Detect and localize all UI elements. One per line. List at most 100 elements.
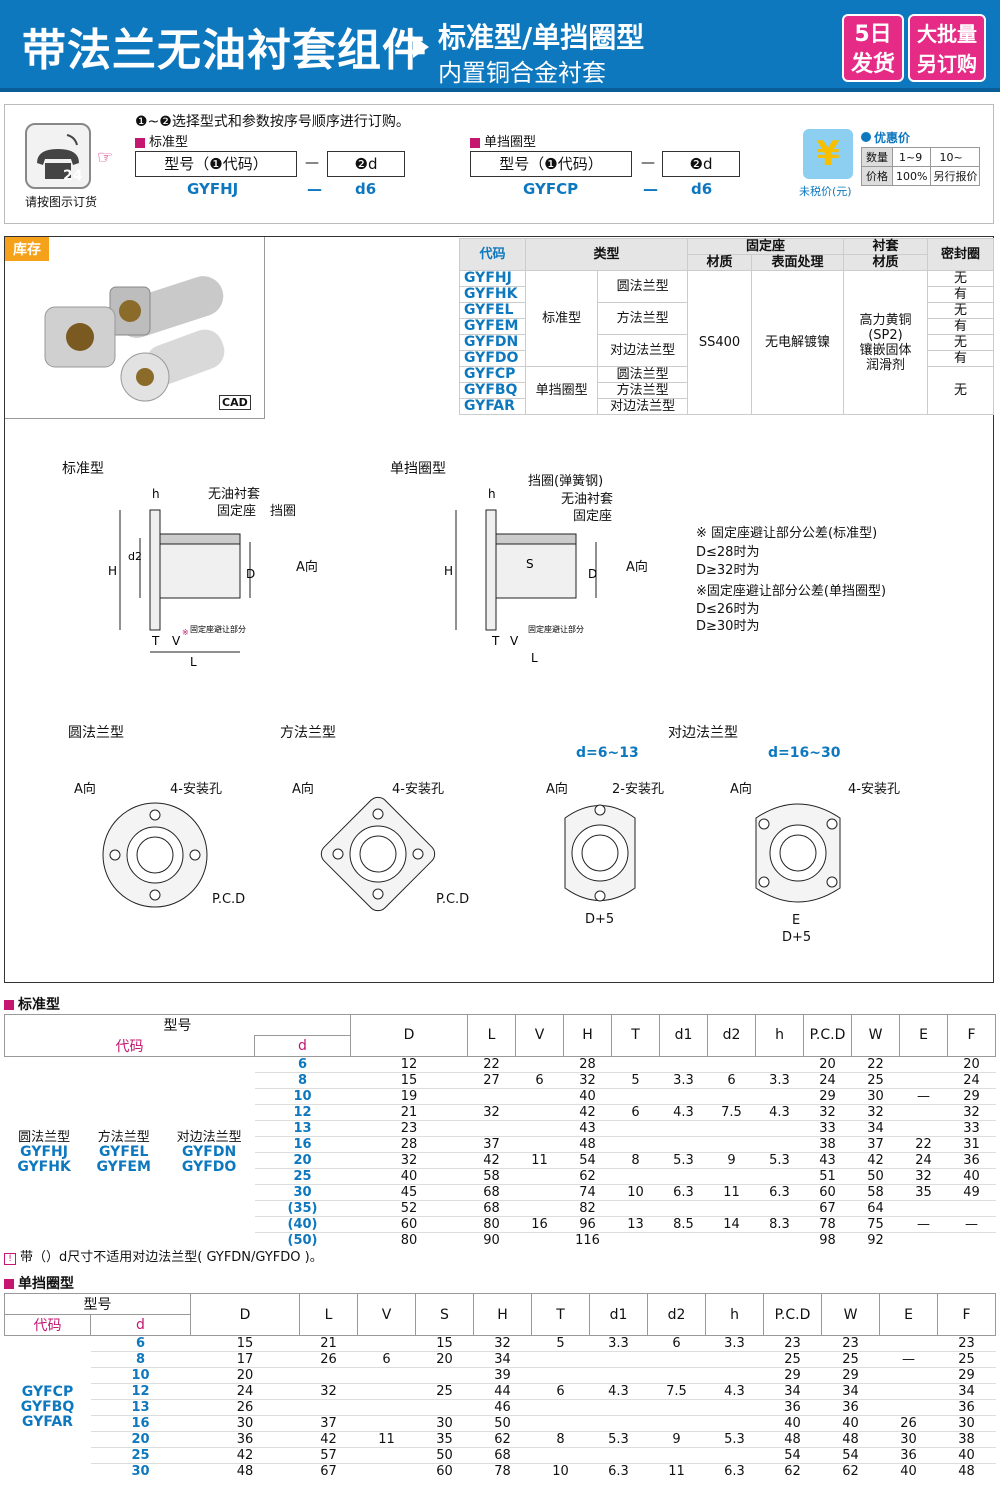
value-cell: 32: [851, 1103, 900, 1120]
qty-cell: 10~: [930, 147, 981, 167]
value-cell: [755, 1231, 804, 1248]
value-cell: [611, 1167, 660, 1184]
code-header: 代码: [4, 1035, 255, 1057]
series-code: GYFEL: [99, 1143, 149, 1160]
value-cell: [899, 1071, 948, 1088]
code-cell: GYFHK: [459, 286, 526, 303]
value-cell: 62: [821, 1463, 880, 1480]
price-cell: 100%: [891, 166, 932, 186]
value-cell: [357, 1463, 416, 1480]
d-cell: 16: [90, 1415, 191, 1432]
value-cell: 36: [821, 1399, 880, 1416]
value-cell: 42: [563, 1103, 612, 1120]
svg-text:固定座避让部分: 固定座避让部分: [190, 624, 246, 634]
value-cell: 42: [190, 1447, 300, 1464]
svg-text:h: h: [152, 487, 160, 501]
type-retaining: 单挡圈型: [524, 366, 599, 415]
value-cell: [611, 1135, 660, 1152]
value-cell: [707, 1199, 756, 1216]
value-cell: 28: [563, 1055, 612, 1072]
series-type: 对边法兰型: [176, 1129, 242, 1145]
value-cell: [531, 1447, 590, 1464]
value-cell: 24: [947, 1071, 996, 1088]
value-cell: [879, 1335, 938, 1352]
d-cell: 10: [254, 1087, 351, 1104]
value-cell: 6: [707, 1071, 756, 1088]
value-cell: 62: [763, 1463, 822, 1480]
d-cell: 12: [254, 1103, 351, 1120]
value-cell: [659, 1231, 708, 1248]
col-header: h: [705, 1293, 764, 1336]
svg-text:H: H: [108, 564, 117, 578]
value-cell: 92: [851, 1231, 900, 1248]
value-cell: [589, 1399, 648, 1416]
std-spec-table: 型号 D L V H T d1 d2 h P.C.D W E F 代码 d 圆法…: [4, 1014, 996, 1248]
value-cell: 24: [190, 1383, 300, 1400]
value-cell: —: [899, 1087, 948, 1104]
value-cell: 38: [803, 1135, 852, 1152]
phone-caption: 请按图示订货: [25, 195, 98, 209]
value-cell: 36: [190, 1431, 300, 1448]
page-subtitle: 标准型/单挡圈型: [438, 21, 645, 54]
col-header: d1: [589, 1293, 648, 1336]
value-cell: [659, 1199, 708, 1216]
holes-label: 4-安装孔: [848, 782, 900, 797]
value-cell: 54: [821, 1447, 880, 1464]
value-cell: 68: [473, 1447, 532, 1464]
value-cell: 27: [467, 1071, 516, 1088]
stock-label: 库存: [5, 237, 49, 261]
value-cell: 26: [299, 1351, 358, 1368]
d-cell: (50): [254, 1231, 351, 1248]
square-flange-title: 方法兰型: [280, 725, 336, 741]
value-cell: [647, 1447, 706, 1464]
value-cell: [707, 1119, 756, 1136]
value-cell: 3.3: [589, 1335, 648, 1352]
col-type: 类型: [525, 238, 688, 271]
value-cell: 19: [350, 1087, 468, 1104]
value-cell: 6.3: [659, 1183, 708, 1200]
col-header: h: [755, 1014, 804, 1057]
surface-cell: 无电解镀镍: [751, 270, 844, 415]
svg-text:T: T: [491, 634, 500, 648]
svg-text:L: L: [531, 651, 538, 665]
svg-text:L: L: [190, 655, 197, 669]
value-cell: [515, 1231, 564, 1248]
col-header: S: [415, 1293, 474, 1336]
dim-d5: D+5: [585, 912, 615, 927]
value-cell: 75: [851, 1215, 900, 1232]
value-cell: [755, 1055, 804, 1072]
d-cell: 12: [90, 1383, 191, 1400]
value-cell: 34: [821, 1383, 880, 1400]
d-cell: (35): [254, 1199, 351, 1216]
value-cell: 90: [467, 1231, 516, 1248]
dot-icon: [861, 132, 871, 142]
value-cell: [589, 1351, 648, 1368]
bush-material-cell: 高力黄铜(SP2)镶嵌固体润滑剂: [843, 270, 928, 415]
phone-24h-icon: 24: [25, 123, 91, 189]
range-label-1: d=6~13: [576, 745, 639, 761]
value-cell: 25: [821, 1351, 880, 1368]
tolerance-title-1: ※ 固定座避让部分公差(标准型): [696, 526, 878, 541]
value-cell: 45: [350, 1183, 468, 1200]
value-cell: 31: [947, 1135, 996, 1152]
value-cell: 48: [763, 1431, 822, 1448]
value-cell: 9: [647, 1431, 706, 1448]
value-cell: 48: [821, 1431, 880, 1448]
opposite-flange-small-view: [564, 804, 636, 902]
series-code: GYFAR: [22, 1414, 73, 1431]
svg-text:D: D: [588, 567, 597, 581]
value-cell: 11: [647, 1463, 706, 1480]
d-cell: 16: [254, 1135, 351, 1152]
value-cell: 4.3: [755, 1103, 804, 1120]
col-header: L: [467, 1014, 516, 1057]
value-cell: 10: [611, 1183, 660, 1200]
seal-cell: 有: [927, 350, 994, 367]
svg-text:D: D: [246, 567, 255, 581]
value-cell: [531, 1399, 590, 1416]
svg-text:h: h: [488, 487, 496, 501]
